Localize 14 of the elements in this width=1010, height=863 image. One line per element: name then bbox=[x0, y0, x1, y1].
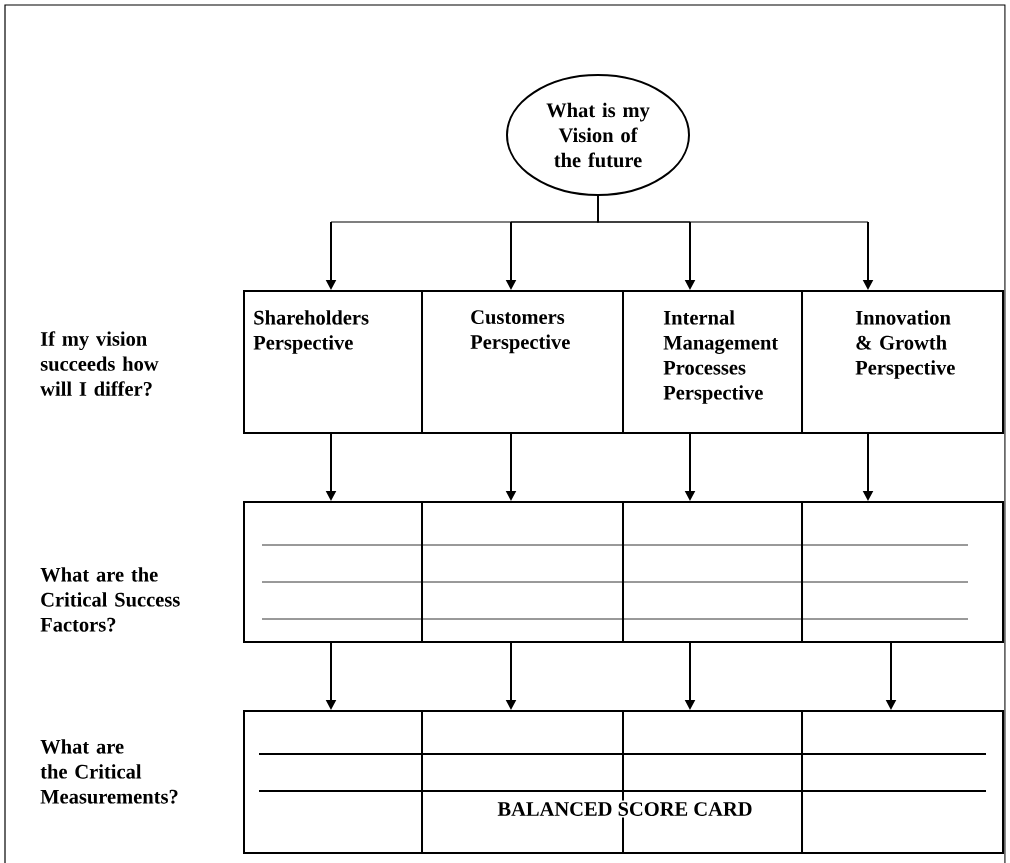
table-cell bbox=[243, 710, 423, 854]
table-cell bbox=[421, 501, 624, 643]
perspective-box: Customers Perspective bbox=[421, 290, 624, 434]
perspective-box: Internal Management Processes Perspective bbox=[622, 290, 803, 434]
row-question: What are the Critical Measurements? bbox=[40, 739, 178, 804]
perspective-box: Innovation & Growth Perspective bbox=[801, 290, 1004, 434]
row-question: If my vision succeeds how will I differ? bbox=[40, 331, 159, 396]
table-title: BALANCED SCORE CARD bbox=[495, 800, 755, 818]
row-question: What are the Critical Success Factors? bbox=[40, 567, 180, 632]
perspective-box: Shareholders Perspective bbox=[243, 290, 423, 434]
table-cell bbox=[243, 501, 423, 643]
table-cell bbox=[801, 710, 1004, 854]
table-cell bbox=[801, 501, 1004, 643]
table-cell bbox=[622, 501, 803, 643]
